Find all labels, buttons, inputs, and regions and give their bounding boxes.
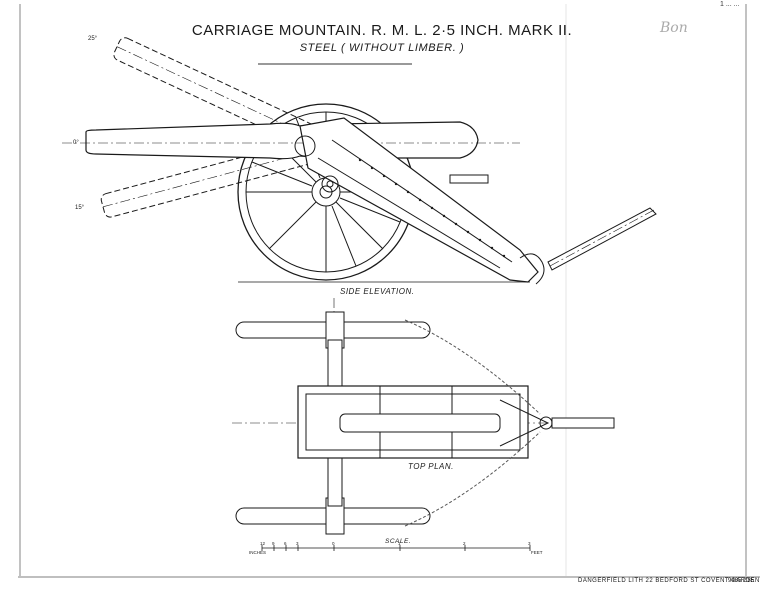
foot-tick: 1 bbox=[398, 541, 401, 546]
pole-fragment bbox=[547, 207, 657, 271]
top-plan bbox=[232, 298, 615, 535]
top-plan-label: TOP PLAN. bbox=[408, 462, 454, 471]
angle-label-down: 15° bbox=[75, 205, 85, 211]
foot-tick: 2 bbox=[463, 541, 466, 546]
inch-tick: 12 bbox=[260, 541, 266, 546]
plan-barrel bbox=[339, 413, 501, 433]
inch-tick: 6 bbox=[284, 541, 287, 546]
inch-tick: 9 bbox=[272, 541, 275, 546]
drawing-title: CARRIAGE MOUNTAIN. R. M. L. 2·5 INCH. MA… bbox=[191, 22, 573, 39]
scale-label: SCALE. bbox=[385, 538, 412, 545]
print-reference: 9485 2'85 bbox=[728, 578, 755, 584]
barrel-horizontal bbox=[62, 121, 520, 160]
handwritten-note: Bon bbox=[660, 20, 688, 36]
printer-credit: DANGERFIELD LITH 22 BEDFORD ST COVENT GA… bbox=[578, 578, 760, 584]
drawing-subtitle: STEEL ( WITHOUT LIMBER. ) bbox=[299, 42, 465, 54]
foot-tick: 3 bbox=[528, 541, 531, 546]
inch-tick: 0 bbox=[332, 541, 335, 546]
angle-label-zero: 0° bbox=[73, 140, 79, 146]
corner-note: 1 ... ... bbox=[720, 1, 740, 8]
inch-tick: 3 bbox=[296, 541, 299, 546]
scale-bar bbox=[261, 545, 531, 551]
pole-center-line bbox=[549, 209, 655, 267]
plan-pole bbox=[551, 417, 615, 429]
plan-trace-upper bbox=[404, 319, 541, 415]
scale-feet-label: FEET bbox=[531, 550, 543, 555]
trail-rivets bbox=[358, 158, 506, 258]
side-elevation bbox=[62, 37, 657, 285]
scale-inches-label: INCHES bbox=[249, 550, 267, 555]
side-elevation-label: SIDE ELEVATION. bbox=[340, 287, 415, 296]
plan-trace-lower bbox=[404, 431, 541, 527]
angle-label-up: 25° bbox=[88, 36, 98, 42]
